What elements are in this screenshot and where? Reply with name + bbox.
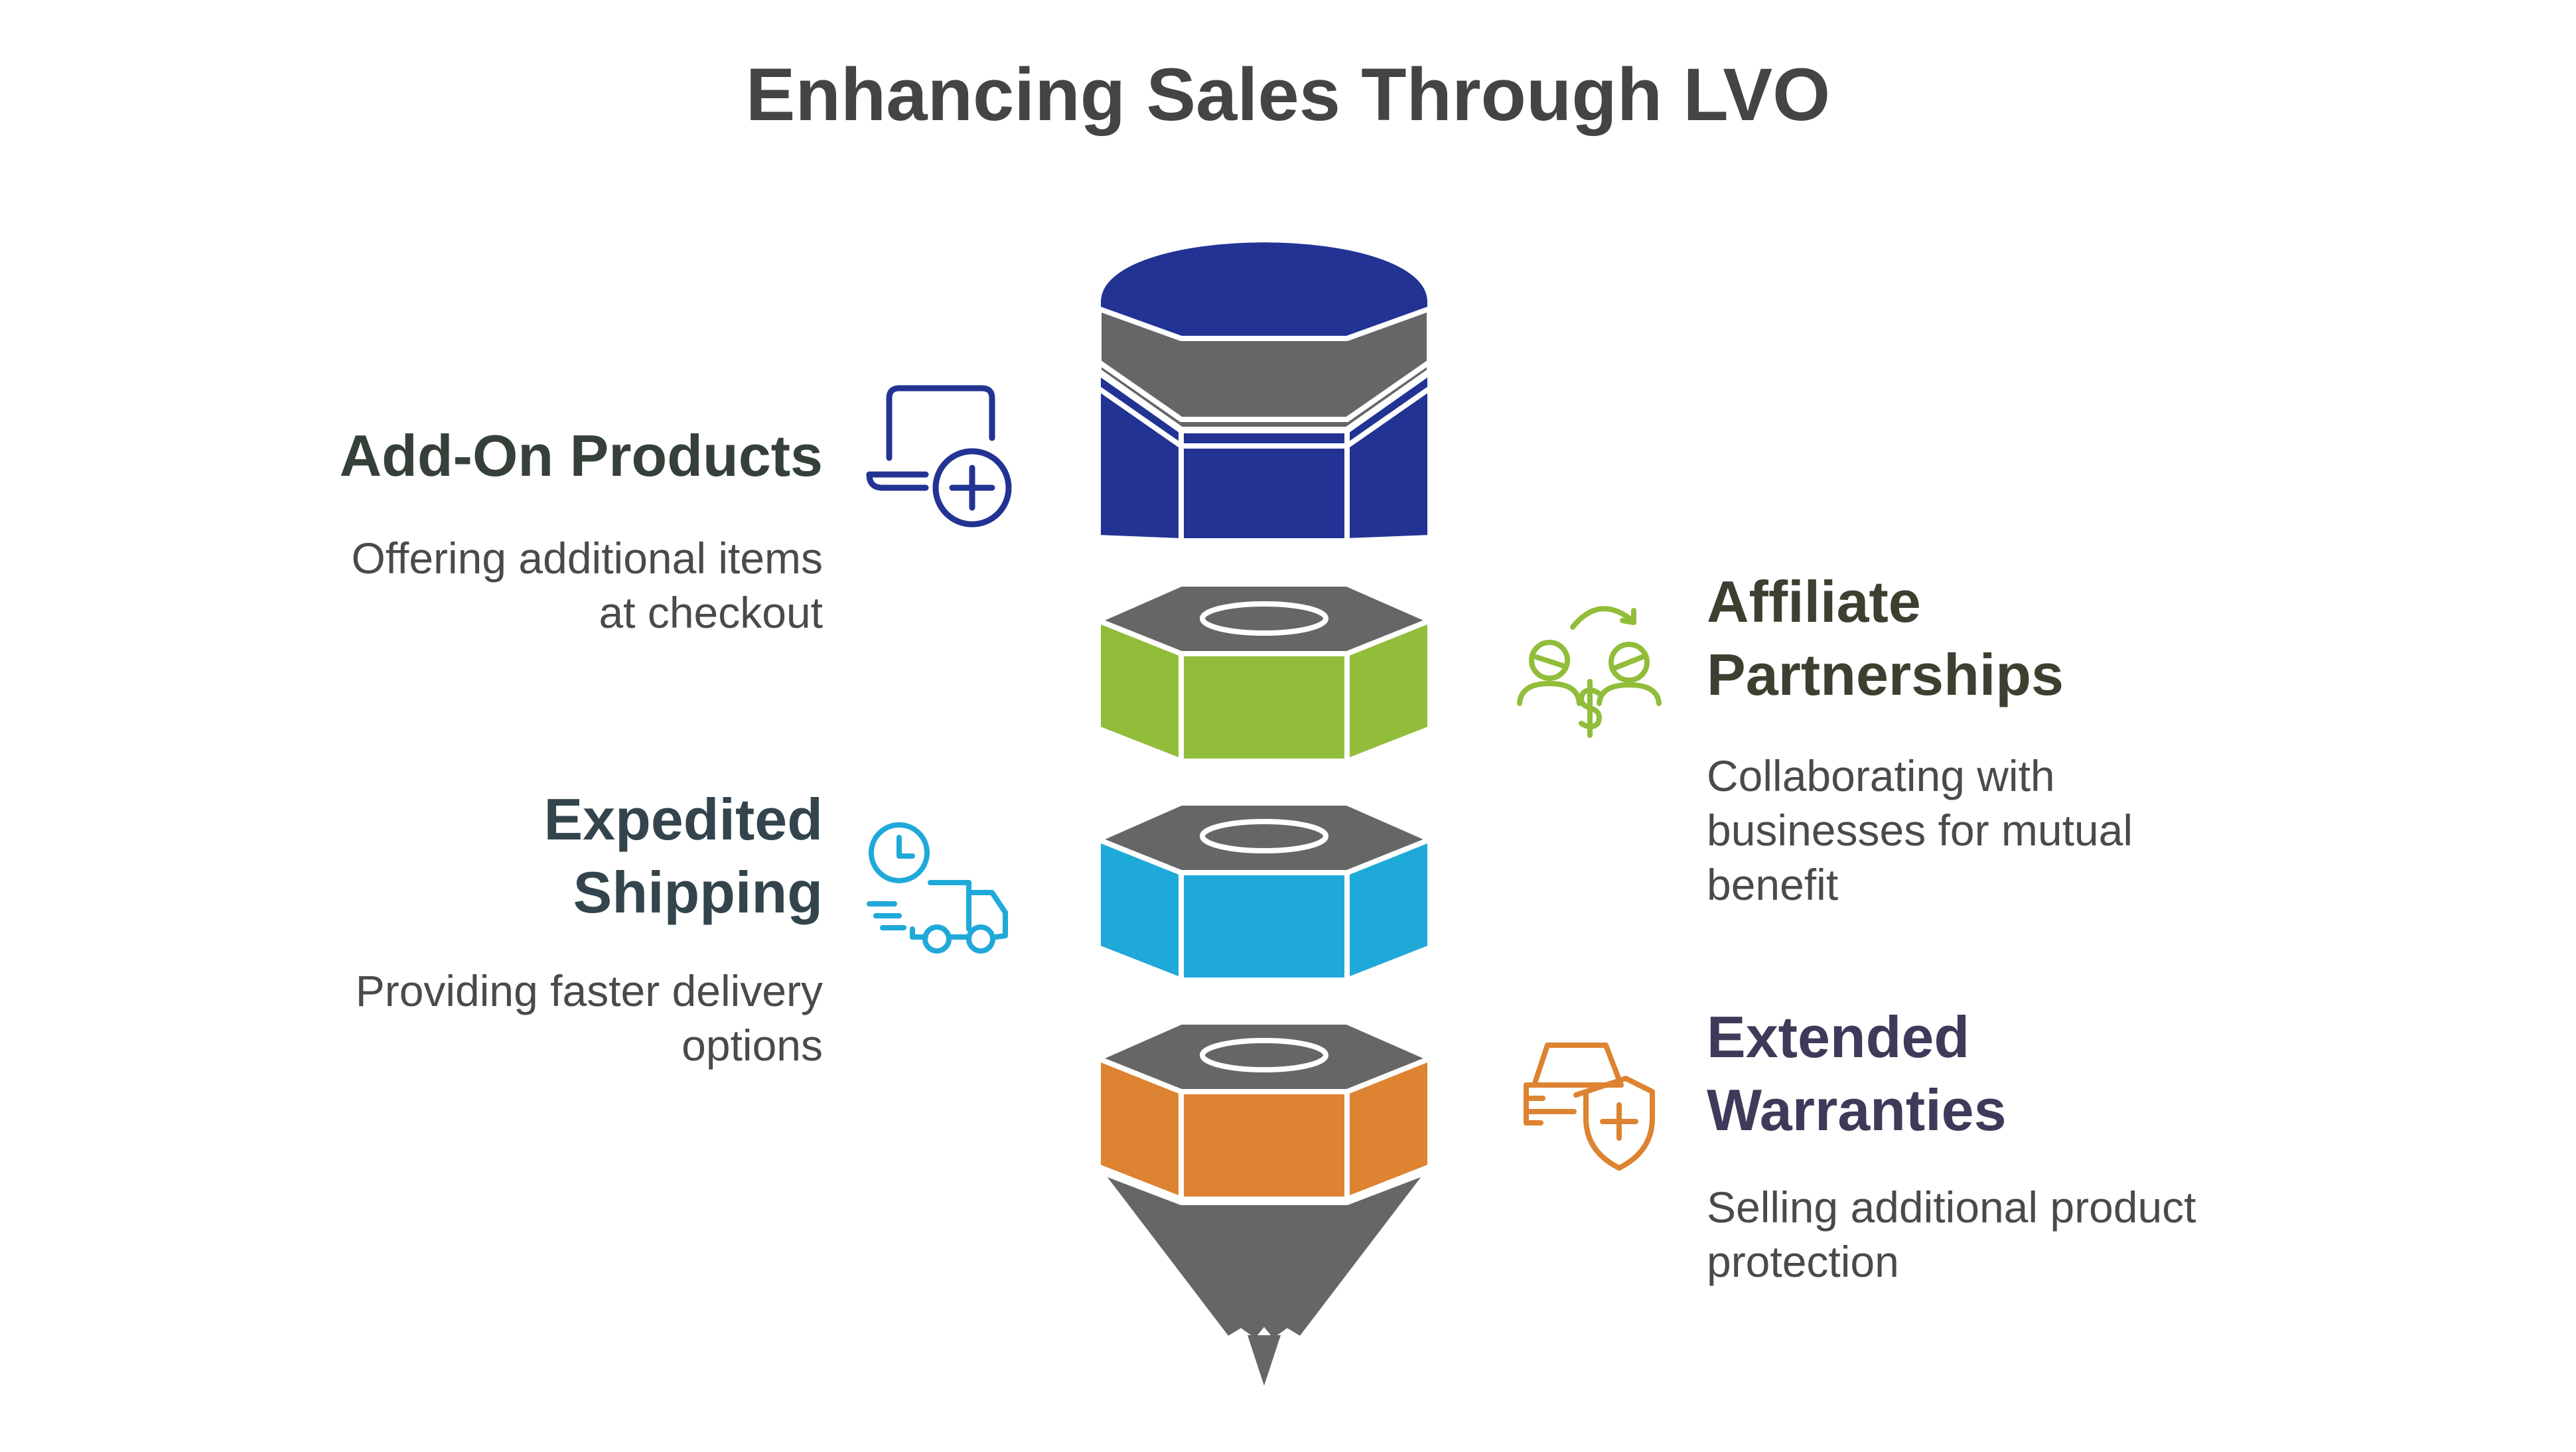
add-on-products-title-line: Add-On Products xyxy=(339,423,823,488)
affiliate-partnerships-title: Affiliate Partnerships xyxy=(1707,565,2503,711)
tip-segment xyxy=(1092,1165,1437,1386)
extended-warranties-desc-line: Selling additional product xyxy=(1707,1183,2196,1232)
extended-warranties-desc-line: protection xyxy=(1707,1237,1899,1286)
add-on-products-desc-line: Offering additional items xyxy=(351,534,823,583)
extended-warranties-title: Extended Warranties xyxy=(1707,1001,2503,1147)
affiliate-partnerships-desc-line: benefit xyxy=(1707,860,1839,909)
add-on-products-title: Add-On Products xyxy=(159,419,823,492)
extended-warranties-title-line: Extended xyxy=(1707,1004,1970,1070)
expedited-shipping-title-line: Expedited xyxy=(543,786,823,852)
add-on-products-description: Offering additional items at checkout xyxy=(159,531,823,640)
extended-warranties-description: Selling additional product protection xyxy=(1707,1180,2503,1289)
affiliate-partnerships-description: Collaborating with businesses for mutual… xyxy=(1707,749,2503,912)
affiliate-partnerships-title-line: Partnerships xyxy=(1707,642,2064,707)
affiliate-partnerships-title-line: Affiliate xyxy=(1707,569,1921,634)
green-hex-segment xyxy=(1091,581,1437,765)
people-exchange-dollar-icon xyxy=(1517,606,1662,738)
page-title: Enhancing Sales Through LVO xyxy=(745,53,1831,136)
affiliate-partnerships-desc-line: Collaborating with xyxy=(1707,751,2055,800)
affiliate-partnerships-desc-line: businesses for mutual xyxy=(1707,806,2133,855)
car-shield-plus-icon xyxy=(1524,1043,1655,1171)
expedited-shipping-description: Providing faster delivery options xyxy=(159,964,823,1072)
extended-warranties-title-line: Warranties xyxy=(1707,1077,2007,1143)
add-on-products-desc-line: at checkout xyxy=(599,588,823,637)
orange-hex-segment xyxy=(1091,1019,1437,1203)
expedited-shipping-title-line: Shipping xyxy=(573,859,823,925)
cyan-hex-segment xyxy=(1091,800,1437,984)
expedited-shipping-desc-line: Providing faster delivery xyxy=(355,966,823,1015)
expedited-shipping-desc-line: options xyxy=(681,1021,823,1070)
expedited-shipping-title: Expedited Shipping xyxy=(159,783,823,929)
top-cap-segment xyxy=(1095,237,1433,544)
delivery-truck-clock-icon xyxy=(867,822,1008,954)
laptop-plus-icon xyxy=(866,385,1012,528)
